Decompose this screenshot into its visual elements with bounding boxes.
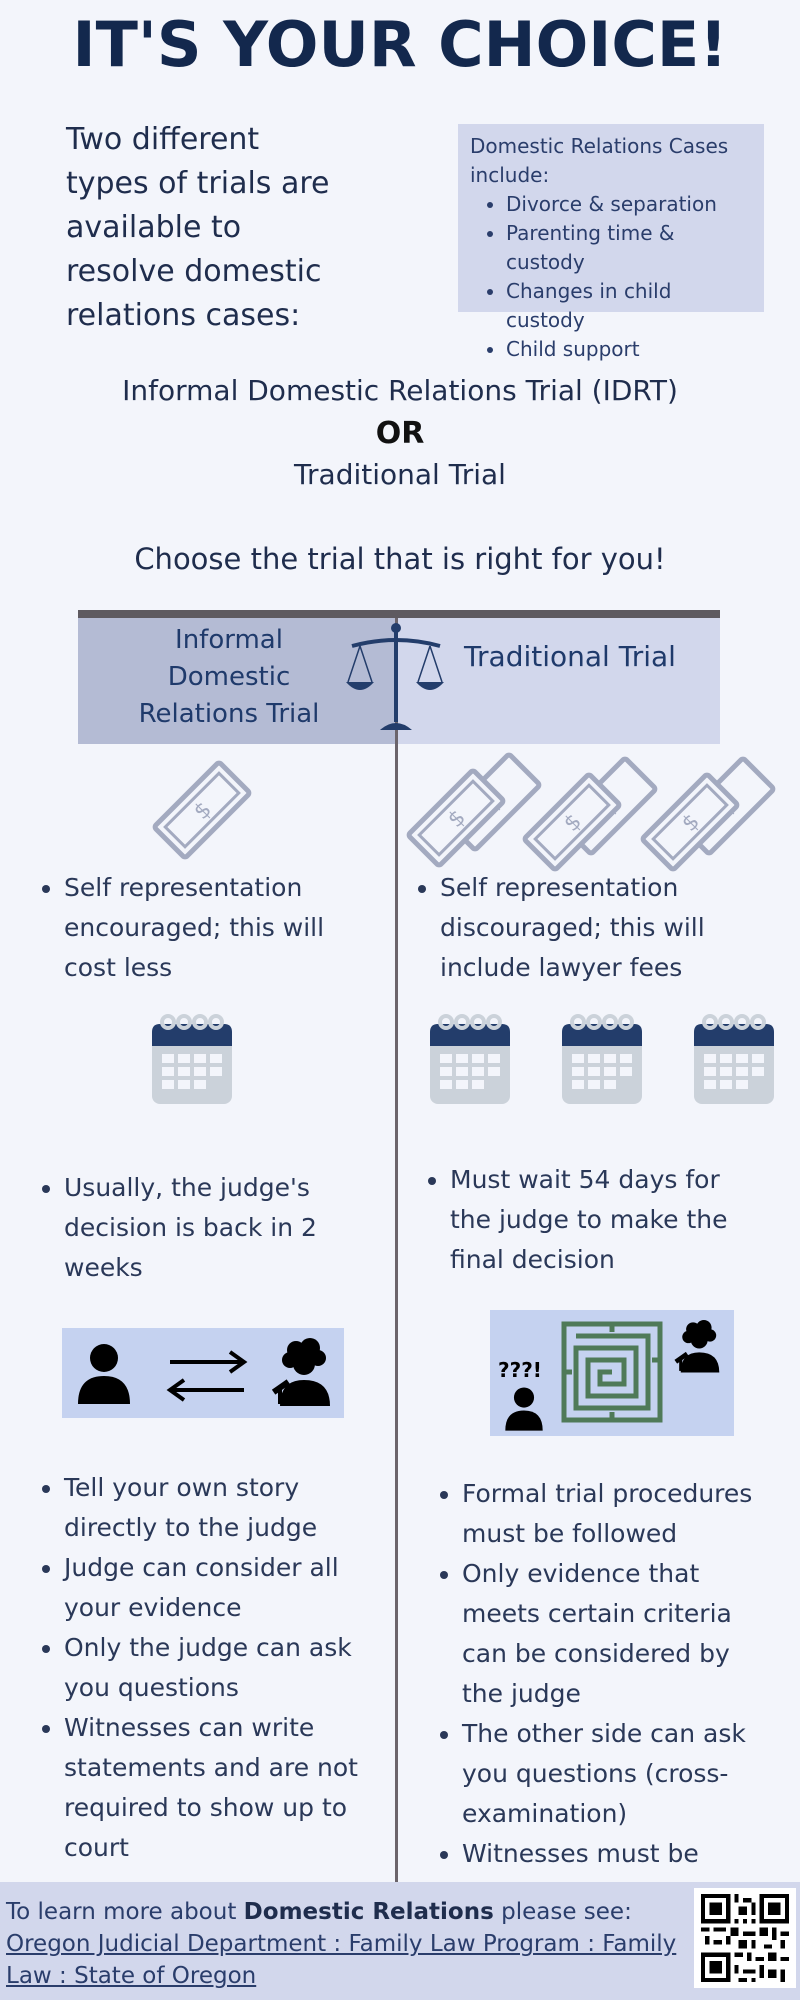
bullet-item: Judge can consider all your evidence	[64, 1548, 382, 1628]
bullet-item: Self representation discouraged; this wi…	[440, 868, 718, 988]
calendar-icon	[694, 1014, 774, 1104]
footer-bold: Domestic Relations	[243, 1899, 494, 1925]
left-time-bullets: Usually, the judge's decision is back in…	[42, 1168, 342, 1288]
exchange-arrows-icon	[166, 1350, 248, 1402]
family-law-link[interactable]: Oregon Judicial Department : Family Law …	[6, 1931, 677, 1989]
bullet-item: Witnesses can write statements and are n…	[64, 1708, 382, 1868]
bullet-item: Only the judge can ask you questions	[64, 1628, 382, 1708]
footer-text: To learn more about Domestic Relations p…	[6, 1896, 686, 1992]
scales-of-justice-icon	[346, 623, 444, 730]
qr-code-icon[interactable]	[694, 1888, 796, 1988]
calendar-icon	[152, 1014, 232, 1104]
column-divider	[395, 618, 398, 1882]
person-icon	[78, 1344, 130, 1404]
money-bills-icon: $ $	[406, 752, 542, 868]
bullet-item: Tell your own story directly to the judg…	[64, 1468, 382, 1548]
bullet-item: Usually, the judge's decision is back in…	[64, 1168, 342, 1288]
calendar-icon	[430, 1014, 510, 1104]
cases-heading: Domestic Relations Cases include:	[470, 134, 729, 187]
direct-communication-illustration	[62, 1328, 344, 1418]
bullet-item: Must wait 54 days for the judge to make …	[450, 1160, 758, 1280]
qr-code-graphic	[701, 1894, 789, 1982]
or-label: OR	[375, 416, 425, 451]
right-procedure-bullets: Formal trial procedures must be followed…	[440, 1474, 770, 1914]
confused-label: ???!	[498, 1358, 542, 1382]
left-procedure-bullets: Tell your own story directly to the judg…	[42, 1468, 382, 1868]
idrt-option: Informal Domestic Relations Trial (IDRT)	[122, 374, 678, 407]
page-title: IT'S YOUR CHOICE!	[72, 8, 728, 81]
cases-list-item: Child support	[506, 335, 752, 364]
money-bills-icon: $ $	[522, 756, 658, 872]
header-top-bar	[78, 610, 720, 618]
judge-icon	[272, 1338, 330, 1406]
traditional-option: Traditional Trial	[294, 458, 506, 491]
right-time-bullets: Must wait 54 days for the judge to make …	[428, 1160, 758, 1280]
calendar-icon	[562, 1014, 642, 1104]
person-icon	[505, 1387, 543, 1431]
money-bill-icon: $	[152, 760, 252, 860]
cases-box: Domestic Relations Cases include: Divorc…	[458, 124, 764, 361]
left-column-title: Informal Domestic Relations Trial	[138, 625, 320, 729]
maze-icon	[561, 1321, 663, 1423]
right-column-title: Traditional Trial	[464, 640, 676, 673]
right-cost-bullets: Self representation discouraged; this wi…	[418, 868, 718, 988]
complex-procedure-illustration: ???!	[490, 1310, 734, 1436]
money-bills-icon: $ $	[640, 756, 776, 872]
choose-heading: Choose the trial that is right for you!	[134, 542, 666, 576]
left-column-header	[78, 618, 396, 744]
judge-icon	[674, 1320, 720, 1373]
bullet-item: Formal trial procedures must be followed	[462, 1474, 770, 1554]
cases-list-item: Changes in child custody	[506, 277, 752, 335]
bullet-item: The other side can ask you questions (cr…	[462, 1714, 770, 1834]
cases-list: Divorce & separation Parenting time & cu…	[506, 190, 752, 364]
bullet-item: Self representation encouraged; this wil…	[64, 868, 362, 988]
footer-prefix: To learn more about	[6, 1899, 244, 1925]
cases-list-item: Divorce & separation	[506, 190, 752, 219]
intro-text: Two different types of trials are availa…	[66, 122, 330, 333]
left-cost-bullets: Self representation encouraged; this wil…	[42, 868, 362, 988]
bullet-item: Only evidence that meets certain criteri…	[462, 1554, 770, 1714]
right-column-header	[396, 618, 720, 744]
footer-suffix: please see:	[493, 1899, 632, 1925]
cases-list-item: Parenting time & custody	[506, 219, 752, 277]
footer	[0, 1882, 800, 2000]
